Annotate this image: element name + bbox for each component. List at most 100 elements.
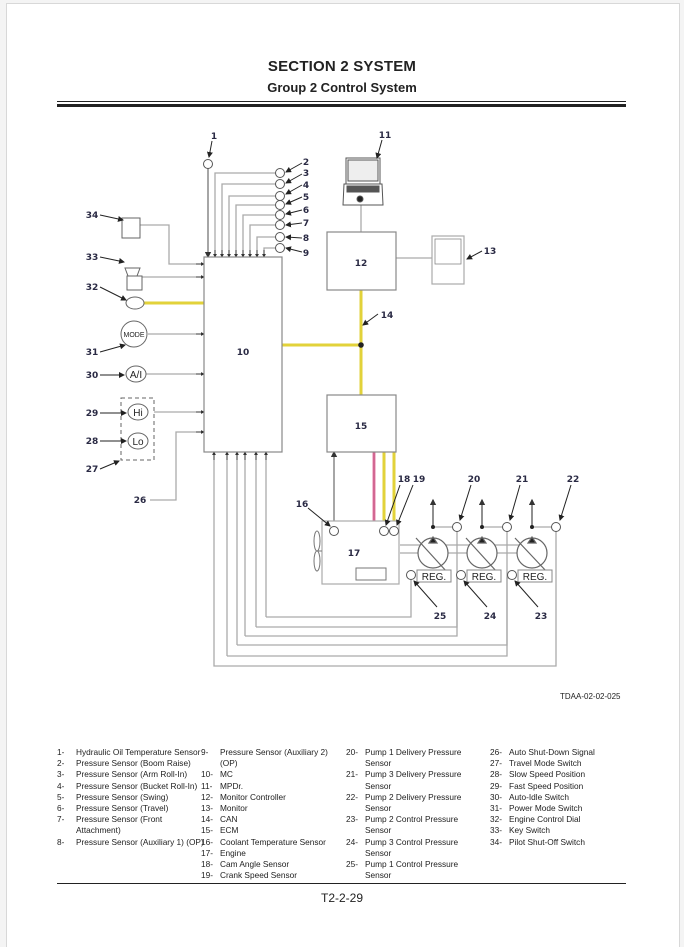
svg-text:26: 26 xyxy=(134,496,147,506)
svg-text:33: 33 xyxy=(86,253,99,263)
wire-8 xyxy=(256,236,276,257)
svg-text:25: 25 xyxy=(434,612,447,622)
svg-text:REG.: REG. xyxy=(422,572,446,583)
wire-6 xyxy=(242,214,276,257)
sensor-1 xyxy=(203,159,213,169)
svg-text:32: 32 xyxy=(86,283,99,293)
regulators: REG. REG. REG. xyxy=(416,569,553,583)
engine-control-dial-icon xyxy=(125,296,145,310)
legend-item: 30-Auto-Idle Switch xyxy=(490,791,569,802)
svg-text:19: 19 xyxy=(413,475,426,485)
figure-code: TDAA-02-02-025 xyxy=(560,692,621,701)
wire-3 xyxy=(221,183,276,257)
legend-item: 10-MC xyxy=(201,769,233,780)
legend-column-3: 20-Pump 1 Delivery Pressure Sensor 21-Pu… xyxy=(346,747,476,881)
pumps xyxy=(415,535,548,573)
legend-item: 11-MPDr. xyxy=(201,780,244,791)
wire-9 xyxy=(263,247,276,257)
svg-text:8: 8 xyxy=(303,234,309,244)
legend-item: 2-Pressure Sensor (Boom Raise) xyxy=(57,758,191,769)
legend-column-4: 26-Auto Shut-Down Signal 27-Travel Mode … xyxy=(490,747,630,848)
svg-text:22: 22 xyxy=(567,475,580,485)
legend-item: 27-Travel Mode Switch xyxy=(490,758,582,769)
callout-labels: 1 2 3 4 5 6 7 8 9 11 13 14 16 18 19 20 2… xyxy=(86,131,580,622)
svg-text:29: 29 xyxy=(86,409,99,419)
sensor-8 xyxy=(275,232,285,242)
legend-item: 16-Coolant Temperature Sensor xyxy=(201,836,326,847)
key-switch-icon xyxy=(124,267,141,277)
fast-speed-icon xyxy=(127,403,149,421)
legend-item: 1-Hydraulic Oil Temperature Sensor xyxy=(57,747,201,757)
engine-sensor-box xyxy=(355,567,387,581)
sensor-25 xyxy=(406,570,416,580)
svg-text:27: 27 xyxy=(86,465,99,475)
legend-item: 21-Pump 3 Delivery Pressure Sensor xyxy=(346,769,462,791)
svg-text:6: 6 xyxy=(303,206,309,216)
sensor-22 xyxy=(551,522,561,532)
header-rule xyxy=(57,101,626,107)
legend-item: 5-Pressure Sensor (Swing) xyxy=(57,791,169,802)
sensor-20 xyxy=(452,522,462,532)
legend-item: 20-Pump 1 Delivery Pressure Sensor xyxy=(346,747,462,769)
svg-text:15: 15 xyxy=(355,422,368,432)
sensor-2 xyxy=(275,168,285,178)
sensor-24 xyxy=(456,570,466,580)
laptop-icon xyxy=(342,157,384,206)
auto-idle-switch-icon xyxy=(125,365,147,383)
svg-text:14: 14 xyxy=(381,311,394,321)
svg-text:31: 31 xyxy=(86,348,99,358)
legend-item: 32-Engine Control Dial xyxy=(490,814,581,825)
can-junction xyxy=(358,342,364,348)
svg-text:1: 1 xyxy=(211,132,217,142)
legend-item: 33-Key Switch xyxy=(490,825,551,836)
svg-text:A/I: A/I xyxy=(130,370,142,381)
power-mode-switch-icon xyxy=(120,320,148,348)
legend-item: 22-Pump 2 Delivery Pressure Sensor xyxy=(346,791,462,814)
legend-item: 26-Auto Shut-Down Signal xyxy=(490,747,595,757)
sensor-18 xyxy=(379,526,389,536)
sensor-4 xyxy=(275,191,285,201)
svg-text:REG.: REG. xyxy=(523,572,547,583)
monitor-controller-block xyxy=(326,231,397,291)
svg-text:20: 20 xyxy=(468,475,481,485)
pilot-shutoff-switch-icon xyxy=(121,217,141,239)
svg-text:24: 24 xyxy=(484,612,497,622)
legend-rule xyxy=(57,883,626,884)
manual-page xyxy=(6,3,680,947)
legend-item: 7-Pressure Sensor (Front Attachment) xyxy=(57,814,163,836)
callout-arrows xyxy=(99,139,572,608)
legend-item: 24-Pump 3 Control Pressure Sensor xyxy=(346,836,459,858)
svg-text:16: 16 xyxy=(296,500,309,510)
legend-item: 14-CAN xyxy=(201,814,238,825)
svg-text:17: 17 xyxy=(348,549,361,559)
sensor-19 xyxy=(389,526,399,536)
legend-item: 8-Pressure Sensor (Auxiliary 1) (OP) xyxy=(57,836,204,847)
page-number: T2-2-29 xyxy=(320,891,364,905)
svg-text:Lo: Lo xyxy=(132,437,144,448)
sensor-9 xyxy=(275,243,285,253)
svg-text:11: 11 xyxy=(379,131,392,141)
svg-text:28: 28 xyxy=(86,437,99,447)
svg-text:4: 4 xyxy=(303,181,309,191)
legend-item: 28-Slow Speed Position xyxy=(490,769,586,780)
svg-text:3: 3 xyxy=(303,169,309,179)
svg-text:Hi: Hi xyxy=(133,408,142,419)
mc-block xyxy=(203,256,283,453)
legend-item: 29-Fast Speed Position xyxy=(490,780,584,791)
legend-item: 9-Pressure Sensor (Auxiliary 2) (OP) xyxy=(201,747,328,769)
legend-item: 25-Pump 1 Control Pressure Sensor xyxy=(346,859,459,881)
ecm-block xyxy=(326,394,397,453)
svg-text:10: 10 xyxy=(237,348,250,358)
wire-26 xyxy=(150,431,204,501)
svg-text:23: 23 xyxy=(535,612,548,622)
svg-text:9: 9 xyxy=(303,249,309,259)
legend-item: 6-Pressure Sensor (Travel) xyxy=(57,803,169,814)
wire-2 xyxy=(214,172,276,257)
legend-item: 13-Monitor xyxy=(201,803,248,814)
wire-7 xyxy=(249,224,276,257)
legend-item: 31-Power Mode Switch xyxy=(490,803,583,814)
wire-5 xyxy=(235,204,276,257)
legend-item: 4-Pressure Sensor (Bucket Roll-In) xyxy=(57,780,198,791)
wire-4 xyxy=(228,195,276,257)
